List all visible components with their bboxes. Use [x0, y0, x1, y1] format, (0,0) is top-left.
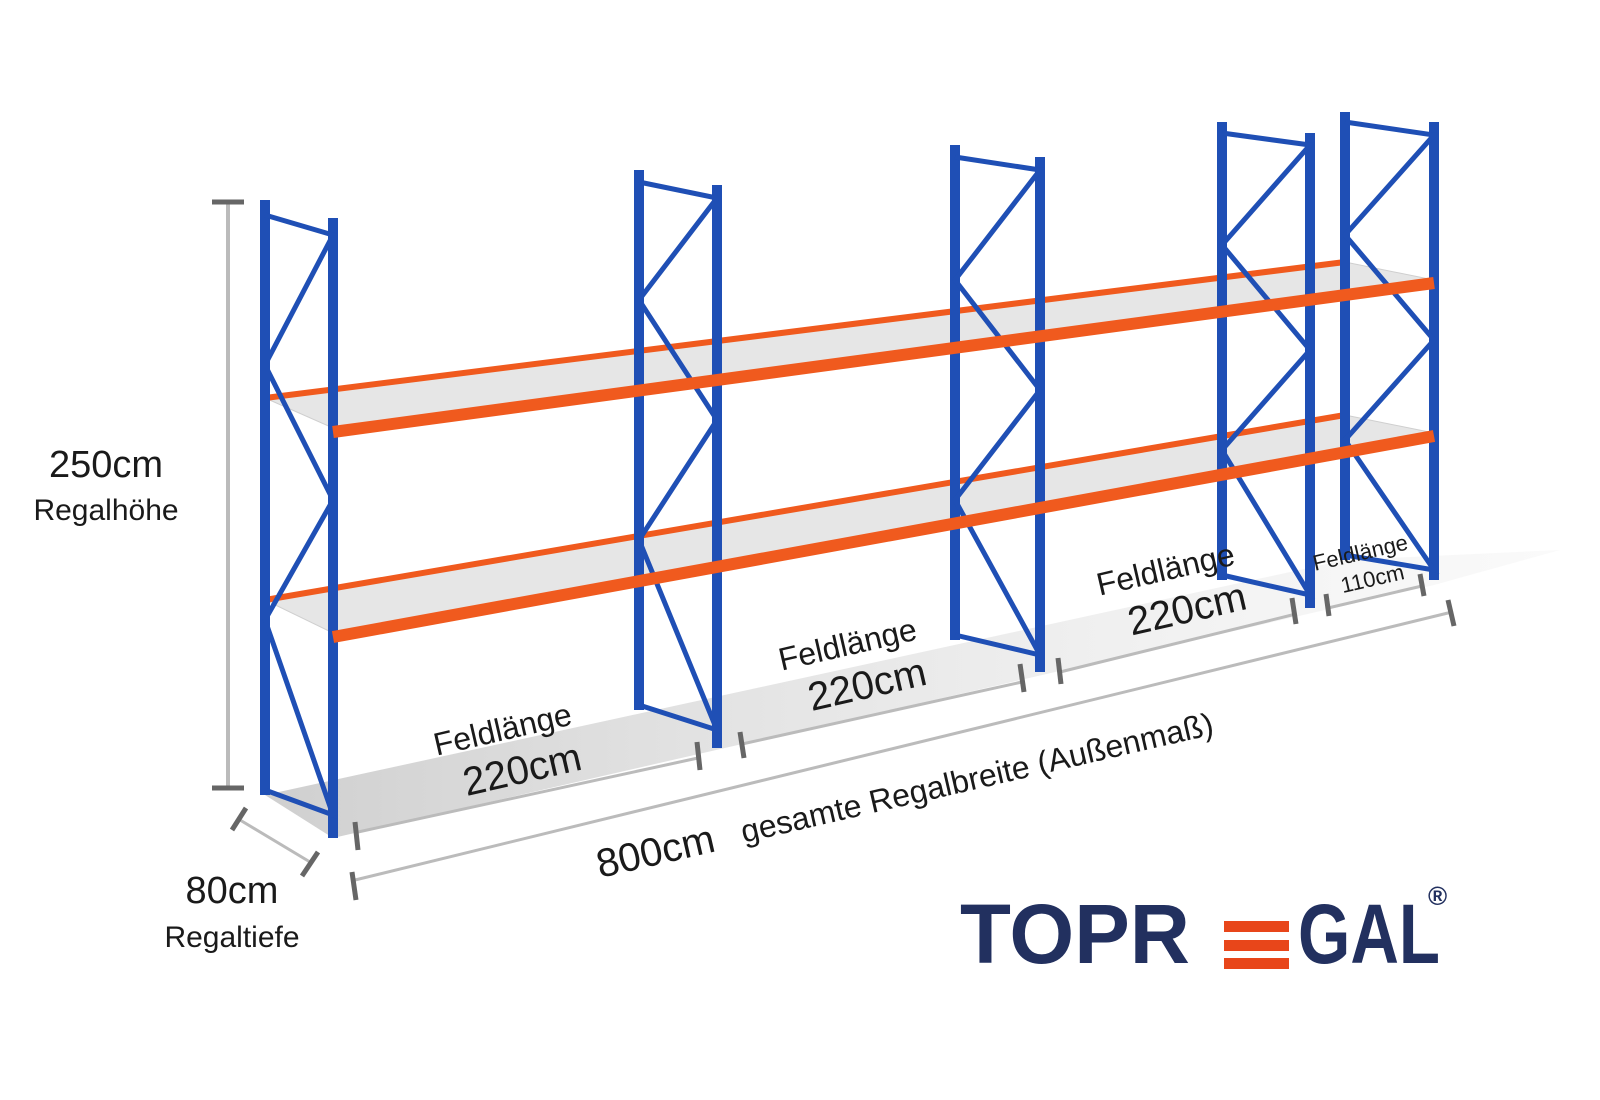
back-beams — [264, 259, 1346, 603]
frame-3 — [950, 145, 1045, 672]
depth-value: 80cm — [186, 870, 279, 912]
frame-1 — [260, 200, 338, 838]
height-label: Regalhöhe — [33, 494, 178, 527]
dimension-lines — [212, 199, 1457, 901]
registered-mark: ® — [1428, 881, 1447, 911]
total-width-value: 800cm — [592, 817, 719, 887]
frame-4 — [1217, 122, 1316, 608]
frame-5 — [1340, 112, 1440, 580]
logo-text-a: TOPR — [960, 887, 1190, 981]
topregal-logo: TOPR GAL ® — [960, 881, 1447, 981]
logo-text-b: GAL — [1298, 887, 1440, 981]
depth-label: Regaltiefe — [164, 921, 299, 954]
shelf-decks — [263, 261, 1435, 634]
floor-shadow — [265, 550, 1560, 838]
front-beams — [331, 277, 1436, 643]
frame-2 — [634, 170, 722, 748]
height-value: 250cm — [49, 444, 163, 486]
rack-frames — [260, 112, 1440, 838]
